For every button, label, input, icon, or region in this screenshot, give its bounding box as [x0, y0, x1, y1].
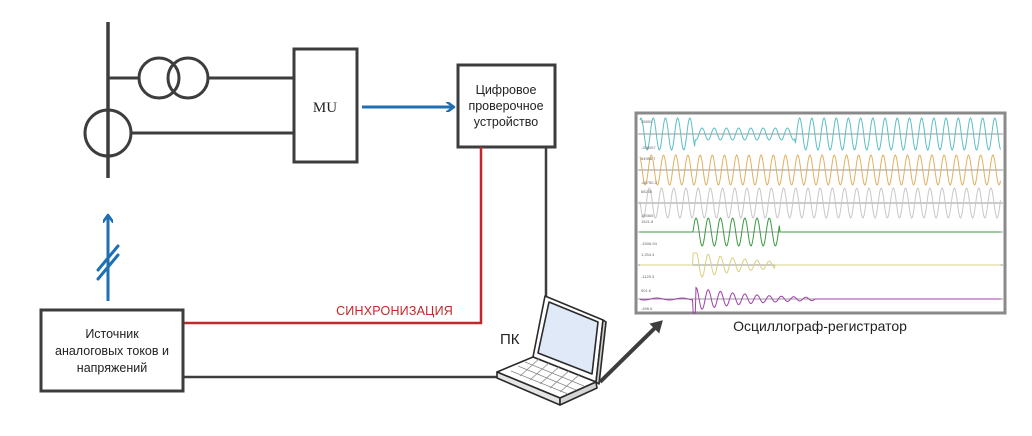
source-label-line-3: напряжений: [77, 361, 147, 375]
pc-to-oscillograph-arrow: [598, 320, 663, 384]
oscillograph-traces: [638, 117, 1003, 314]
sync-label: СИНХРОНИЗАЦИЯ: [336, 304, 453, 318]
channel-6-bottom-label: -498.6: [641, 306, 653, 311]
digital-test-device-block: Цифровое проверочное устройство: [456, 63, 557, 149]
channel-1-top-label: 25651: [641, 119, 653, 124]
laptop-icon: [496, 295, 607, 406]
pc-label: ПК: [500, 331, 520, 348]
channel-2-trace: [639, 154, 1001, 186]
channel-3-top-label: 68230: [641, 189, 653, 194]
channel-4-bottom-label: -1506.94: [641, 241, 658, 246]
channel-5-bottom-label: -1129.3: [641, 274, 655, 279]
source-label-line-2: аналоговых токов и: [55, 344, 169, 358]
sync-line: [183, 147, 483, 325]
device-label-line-1: Цифровое: [476, 83, 537, 97]
oscillograph-panel: 25651 -258057 64956.7 -64750.2 68230 -6936515…: [634, 111, 1007, 315]
source-label-line-1: Источник: [85, 327, 139, 341]
current-transformer-icon: [83, 108, 293, 158]
channel-6-top-label: 501.6: [641, 288, 652, 293]
channel-1-bottom-label: -258057: [641, 145, 656, 150]
channel-2-top-label: 64956.7: [641, 156, 656, 161]
channel-1-trace: [639, 117, 1001, 151]
channel-5-top-label: 1,254.4: [641, 252, 655, 257]
oscillograph-caption: Осциллограф-регистратор: [733, 318, 907, 334]
analog-injection-arrow: [96, 216, 120, 301]
voltage-transformer-icon: [108, 56, 293, 100]
merging-unit-block: MU: [292, 47, 359, 164]
channel-4-top-label: 1521.8: [641, 219, 654, 224]
channel-2-bottom-label: -64750.2: [641, 180, 658, 185]
channel-3-trace: [639, 187, 1001, 219]
channel-5-trace: [640, 252, 1001, 278]
analog-source-block: Источник аналоговых токов и напряжений: [39, 308, 185, 393]
channel-3-bottom-label: -69365: [641, 213, 654, 218]
channel-6-trace: [639, 286, 1001, 314]
mu-label: MU: [313, 100, 337, 116]
device-label-line-3: устройство: [474, 115, 538, 129]
channel-4-trace: [640, 217, 1001, 247]
oscillograph-labels: 25651 -258057 64956.7 -64750.2 68230 -6936515…: [641, 119, 658, 311]
device-label-line-2: проверочное: [468, 99, 543, 113]
